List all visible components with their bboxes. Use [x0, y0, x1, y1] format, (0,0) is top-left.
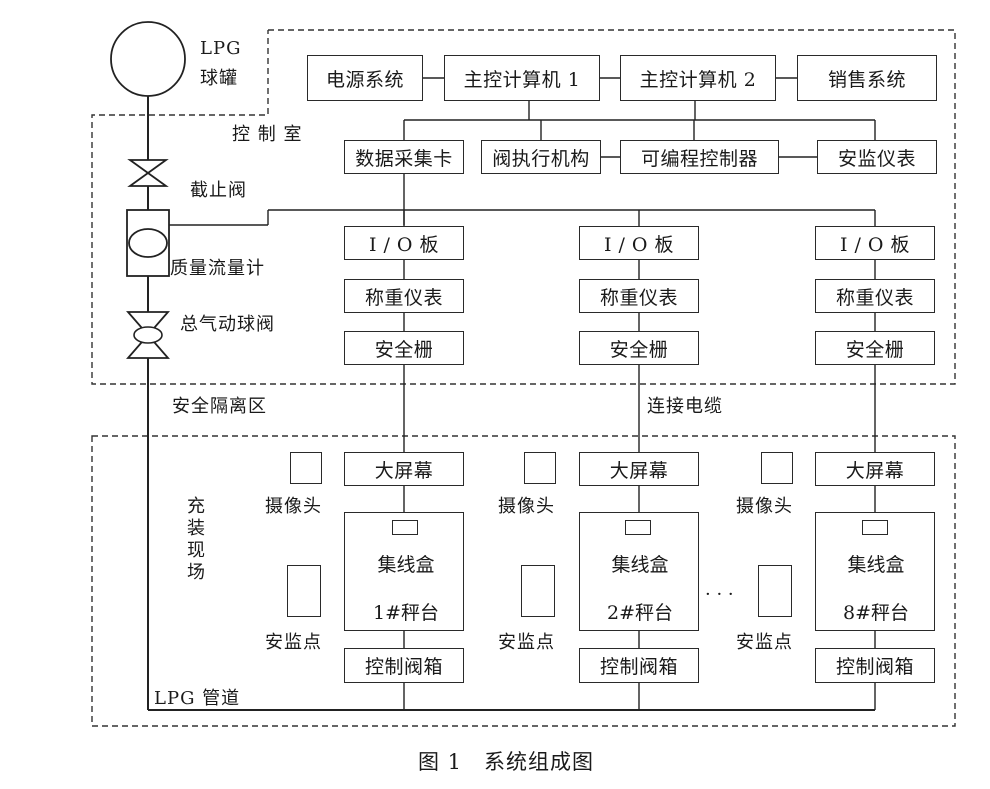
monitor-point-8-label: 安监点	[736, 632, 793, 653]
main-ball-valve-label: 总气动球阀	[180, 314, 275, 335]
big-screen-2: 大屏幕	[579, 452, 699, 486]
camera-1-icon	[290, 452, 322, 484]
big-screen-8: 大屏幕	[815, 452, 935, 486]
mass-flowmeter-label: 质量流量计	[170, 258, 265, 279]
platform-1-label: 1#秤台	[372, 602, 440, 624]
lpg-tank	[110, 21, 186, 97]
monitor-point-2-icon	[521, 565, 555, 617]
junction-box-8-label: 集线盒	[847, 554, 905, 576]
monitor-point-2-label: 安监点	[498, 632, 555, 653]
valve-box-8: 控制阀箱	[815, 648, 935, 683]
camera-8-label: 摄像头	[736, 496, 793, 517]
main-computer-2-box: 主控计算机 2	[620, 55, 776, 101]
pipeline-label: LPG 管道	[154, 688, 241, 709]
safety-barrier-2: 安全栅	[579, 331, 699, 365]
safety-instrument-box: 安监仪表	[817, 140, 937, 174]
junction-port-1	[392, 520, 418, 535]
scale-instrument-8: 称重仪表	[815, 279, 935, 313]
figure-caption: 图 1 系统组成图	[418, 750, 595, 774]
platform-2-label: 2#秤台	[606, 602, 674, 624]
safety-barrier-1: 安全栅	[344, 331, 464, 365]
camera-2-label: 摄像头	[498, 496, 555, 517]
junction-box-1-label: 集线盒	[377, 554, 435, 576]
platform-8-label: 8#秤台	[842, 602, 910, 624]
sales-system-box: 销售系统	[797, 55, 937, 101]
junction-box-2-label: 集线盒	[611, 554, 669, 576]
valve-actuator-box: 阀执行机构	[481, 140, 601, 174]
tank-label-line1: LPG	[200, 38, 242, 59]
scale-instrument-2: 称重仪表	[579, 279, 699, 313]
junction-port-2	[625, 520, 651, 535]
monitor-point-1-label: 安监点	[265, 632, 322, 653]
field-boundary	[91, 435, 956, 727]
camera-8-icon	[761, 452, 793, 484]
isolation-zone-label: 安全隔离区	[172, 396, 267, 417]
monitor-point-8-icon	[758, 565, 792, 617]
big-screen-1: 大屏幕	[344, 452, 464, 486]
junction-port-8	[862, 520, 888, 535]
field-zone-label: 充装现场	[187, 496, 205, 583]
ellipsis: · · ·	[705, 584, 734, 605]
shutoff-valve-label: 截止阀	[190, 180, 247, 201]
plc-box: 可编程控制器	[620, 140, 779, 174]
cable-label: 连接电缆	[647, 396, 723, 417]
monitor-point-1-icon	[287, 565, 321, 617]
scale-instrument-1: 称重仪表	[344, 279, 464, 313]
safety-barrier-8: 安全栅	[815, 331, 935, 365]
shutoff-valve-icon	[127, 159, 169, 175]
valve-box-2: 控制阀箱	[579, 648, 699, 683]
tank-label-line2: 球罐	[200, 68, 238, 89]
io-board-1: I / O 板	[344, 226, 464, 260]
control-room-label: 控 制 室	[232, 124, 303, 145]
io-board-2: I / O 板	[579, 226, 699, 260]
camera-2-icon	[524, 452, 556, 484]
io-board-8: I / O 板	[815, 226, 935, 260]
power-system-box: 电源系统	[307, 55, 423, 101]
control-room-boundary	[91, 29, 956, 385]
ball-valve-icon	[126, 311, 170, 337]
data-acquisition-card-box: 数据采集卡	[344, 140, 464, 174]
main-computer-1-box: 主控计算机 1	[444, 55, 600, 101]
camera-1-label: 摄像头	[265, 496, 322, 517]
valve-box-1: 控制阀箱	[344, 648, 464, 683]
